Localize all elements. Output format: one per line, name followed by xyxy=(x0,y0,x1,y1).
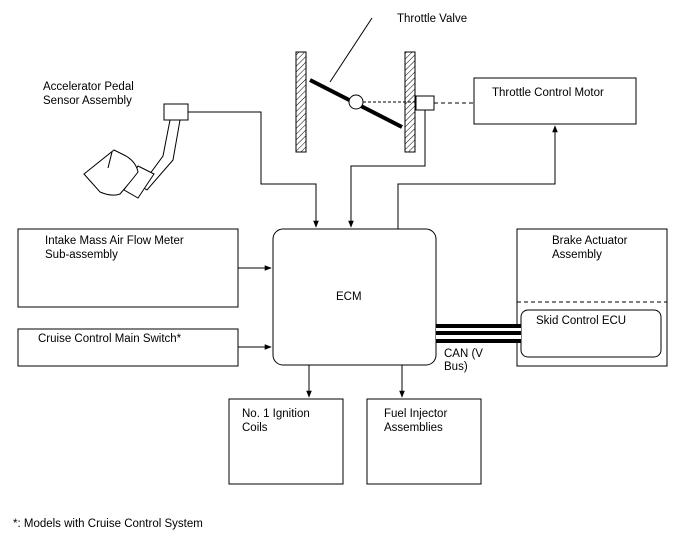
fuel-injector-label-line2: Assemblies xyxy=(384,422,443,434)
brake-actuator-label-line2: Assembly xyxy=(552,249,602,261)
throttle-valve-label: Throttle Valve xyxy=(397,13,467,25)
can-bus-label-line1: CAN (V xyxy=(444,348,483,360)
maf-meter-box xyxy=(17,228,239,308)
cruise-switch-label: Cruise Control Main Switch* xyxy=(38,333,182,345)
can-bus-outer xyxy=(436,324,521,343)
fuel-injector-box xyxy=(366,398,482,485)
throttle-valve-leader xyxy=(329,17,373,83)
skid-control-ecu-label: Skid Control ECU xyxy=(536,315,626,327)
footnote: *: Models with Cruise Control System xyxy=(13,518,203,530)
accelerator-pedal-label-line1: Accelerator Pedal xyxy=(43,81,134,93)
can-bus-gap-upper xyxy=(436,328,521,331)
ecm-label: ECM xyxy=(336,291,362,303)
pedal-arm xyxy=(140,119,181,191)
throttle-shaft xyxy=(348,94,364,110)
ecm-to-throttle-motor-arrow xyxy=(397,125,558,229)
throttle-control-motor-label: Throttle Control Motor xyxy=(492,87,604,99)
maf-meter-label-line2: Sub-assembly xyxy=(45,249,118,261)
ignition-coils-box xyxy=(228,398,344,485)
can-bus xyxy=(436,324,521,343)
pedal-sensor-to-ecm-arrow xyxy=(188,111,319,228)
ignition-coils-label-line2: Coils xyxy=(242,422,268,434)
accelerator-pedal-illustration xyxy=(83,103,189,199)
throttle-body-wall-left xyxy=(295,51,307,153)
ignition-coils-label-line1: No. 1 Ignition xyxy=(242,408,310,420)
can-bus-label-line2: Bus) xyxy=(444,361,468,373)
can-bus-gap-lower xyxy=(436,335,521,339)
pedal-sensor xyxy=(163,103,189,121)
throttle-position-sensor xyxy=(415,95,435,111)
driver-shoe xyxy=(83,149,139,196)
maf-meter-label-line1: Intake Mass Air Flow Meter xyxy=(45,235,184,247)
ecm-box xyxy=(272,228,437,366)
accelerator-pedal-label-line2: Sensor Assembly xyxy=(43,95,132,107)
throttle-control-motor-box xyxy=(473,77,637,125)
shoe-sole xyxy=(107,151,113,169)
brake-actuator-label-line1: Brake Actuator xyxy=(552,235,628,247)
fuel-injector-label-line1: Fuel Injector xyxy=(384,408,447,420)
throttle-valve-assembly xyxy=(295,51,474,153)
throttle-sensor-to-ecm-arrow xyxy=(348,110,426,228)
